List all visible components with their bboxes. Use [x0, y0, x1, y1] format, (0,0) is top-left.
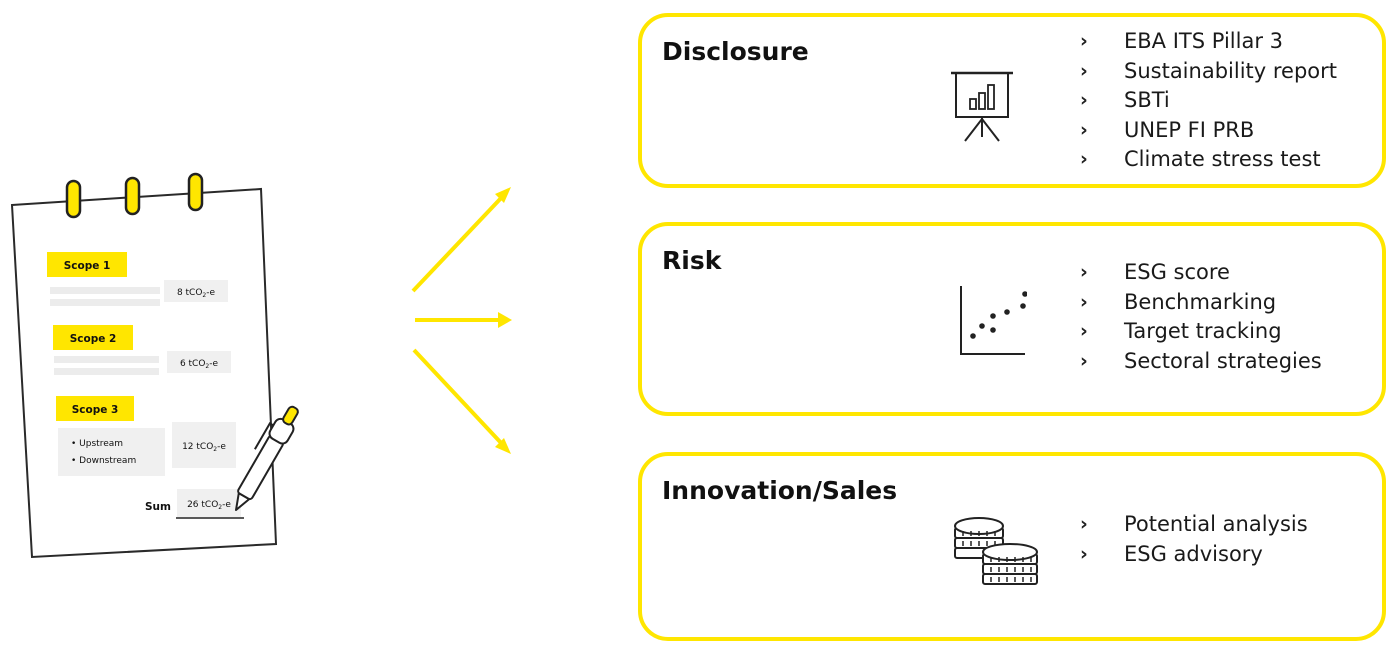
scope-3-value-bg [172, 422, 236, 468]
notepad-ring [124, 176, 141, 216]
scope-2-line [54, 356, 159, 363]
scope-3-value: 12 tCO2-e [182, 442, 226, 453]
chevron-right-icon: › [1080, 59, 1088, 82]
list-item: ›Sustainability report [1080, 57, 1337, 87]
risk-box: Risk ›ESG score ›Benchmarking ›Target tr… [638, 222, 1386, 416]
scope-2-value-bg [167, 351, 231, 373]
scope-3-list-bg [58, 428, 165, 476]
list-item: ›Sectoral strategies [1080, 347, 1322, 377]
scatter-plot-icon [960, 286, 1027, 355]
box-title: Disclosure [662, 37, 809, 66]
innovation-sales-item-list: ›Potential analysis ›ESG advisory [1080, 510, 1308, 569]
list-item: ›Benchmarking [1080, 288, 1322, 318]
scope-1-value: 8 tCO2-e [177, 288, 216, 299]
scope-2-line [54, 368, 159, 375]
chevron-right-icon: › [1080, 148, 1088, 170]
list-item: ›ESG score [1080, 258, 1322, 288]
arrow-to-risk [415, 312, 512, 328]
scope-2-label: Scope 2 [70, 333, 117, 345]
scope-2-label-bg [53, 325, 133, 350]
scope-3-item-upstream: • Upstream [71, 439, 123, 449]
box-title: Risk [662, 246, 722, 275]
notepad-illustration: Scope 1 8 tCO2-e Scope 2 6 tCO2-e Scope … [10, 172, 299, 559]
scope-1-label-bg [47, 252, 127, 277]
list-item: ›EBA ITS Pillar 3 [1080, 27, 1337, 57]
innovation-sales-box: Innovation/Sales ›Potential analysis ›ES… [638, 452, 1386, 641]
arrow-to-innovation [412, 348, 511, 454]
arrow-to-disclosure [411, 187, 511, 293]
coins-icon [954, 517, 1038, 585]
disclosure-item-list: ›EBA ITS Pillar 3 ›Sustainability report… [1080, 27, 1337, 175]
scope-1-line [50, 299, 160, 306]
list-item: ›UNEP FI PRB [1080, 116, 1337, 146]
chevron-right-icon: › [1080, 542, 1088, 565]
risk-item-list: ›ESG score ›Benchmarking ›Target trackin… [1080, 258, 1322, 376]
notepad-ring [65, 179, 82, 219]
scope-3-label-bg [56, 396, 134, 421]
chevron-right-icon: › [1080, 118, 1088, 141]
scope-3-label: Scope 3 [72, 404, 119, 416]
chevron-right-icon: › [1080, 513, 1088, 535]
chevron-right-icon: › [1080, 261, 1088, 283]
list-item: ›SBTi [1080, 86, 1337, 116]
chevron-right-icon: › [1080, 290, 1088, 313]
notepad-ring [187, 172, 204, 212]
sum-value: 26 tCO2-e [187, 500, 231, 511]
scope-1-line [50, 287, 160, 294]
flow-arrows [411, 187, 512, 454]
sum-label: Sum [145, 501, 171, 513]
list-item: ›ESG advisory [1080, 540, 1308, 570]
scope-3-item-downstream: • Downstream [71, 456, 136, 466]
list-item: ›Potential analysis [1080, 510, 1308, 540]
box-title: Innovation/Sales [662, 476, 898, 505]
presentation-chart-icon [951, 71, 1013, 142]
scope-1-label: Scope 1 [64, 260, 111, 272]
scope-2-value: 6 tCO2-e [180, 359, 219, 370]
list-item: ›Target tracking [1080, 317, 1322, 347]
chevron-right-icon: › [1080, 349, 1088, 372]
chevron-right-icon: › [1080, 30, 1088, 52]
sum-value-bg [177, 489, 241, 517]
chevron-right-icon: › [1080, 320, 1088, 342]
pen-icon [235, 405, 299, 511]
chevron-right-icon: › [1080, 89, 1088, 111]
list-item: ›Climate stress test [1080, 145, 1337, 175]
disclosure-box: Disclosure ›EBA ITS Pillar 3 ›Sustainabi… [638, 13, 1386, 188]
scope-1-value-bg [164, 280, 228, 302]
